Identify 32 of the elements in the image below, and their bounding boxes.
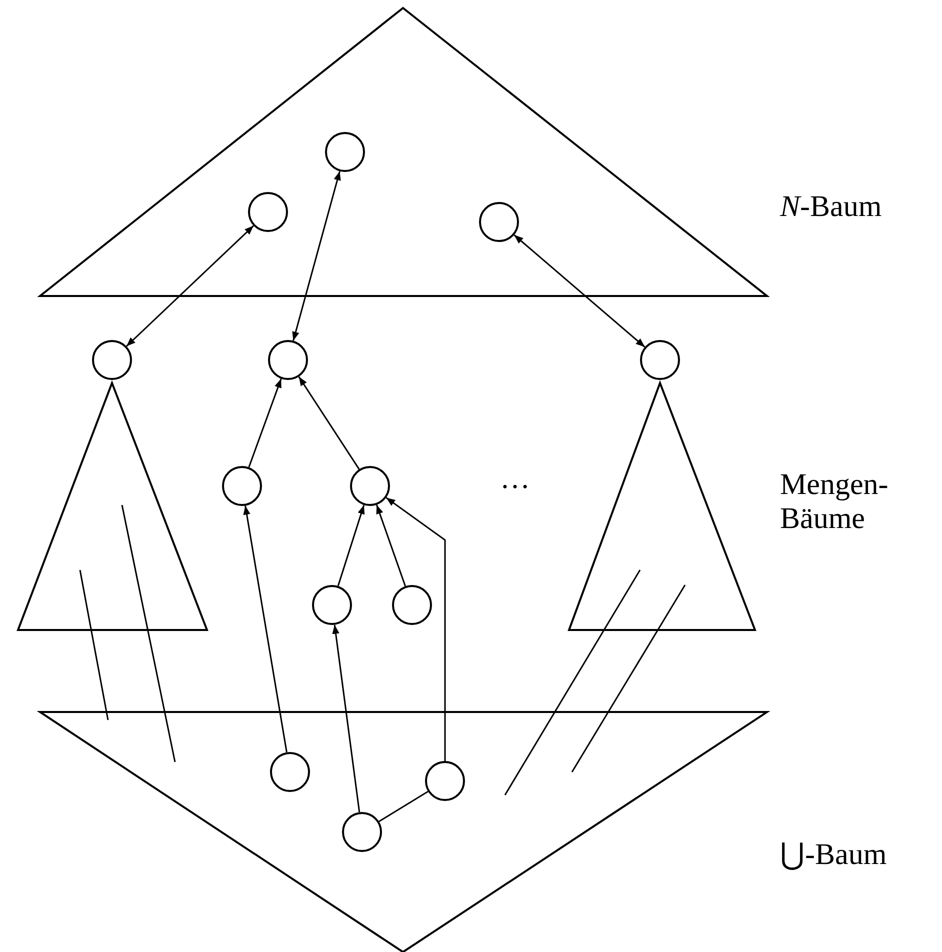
tree-triangle [16, 380, 208, 631]
tree-triangle [36, 711, 770, 952]
tree-label: ⋃-Baum [780, 838, 887, 872]
arrow [243, 506, 288, 752]
tree-triangle [37, 6, 770, 297]
arrow [126, 225, 254, 347]
tree-node-circle [342, 812, 382, 852]
tree-node-circle [425, 761, 465, 801]
connector-line [378, 790, 428, 822]
tree-node-circle [640, 340, 680, 380]
tree-node-circle [350, 466, 390, 506]
tree-node-circle [312, 585, 352, 625]
tree-node-circle [92, 340, 132, 380]
arrow [298, 376, 360, 470]
ellipsis-text: … [500, 462, 530, 496]
tree-node-circle [270, 752, 310, 792]
tree-node-circle [248, 192, 288, 232]
arrow [332, 624, 360, 812]
tree-label: Mengen- Bäume [780, 468, 890, 536]
tree-node-circle [325, 132, 365, 172]
tree-label: N-Baum [780, 190, 882, 224]
arrow [292, 171, 341, 341]
tree-node-circle [268, 340, 308, 380]
arrow [386, 497, 446, 761]
tree-node-circle [479, 202, 519, 242]
tree-node-circle [392, 585, 432, 625]
tree-triangle [568, 380, 756, 631]
tree-node-circle [222, 466, 262, 506]
arrow [248, 378, 282, 468]
arrow [514, 234, 646, 348]
arrow [376, 504, 406, 586]
arrow [337, 504, 365, 586]
